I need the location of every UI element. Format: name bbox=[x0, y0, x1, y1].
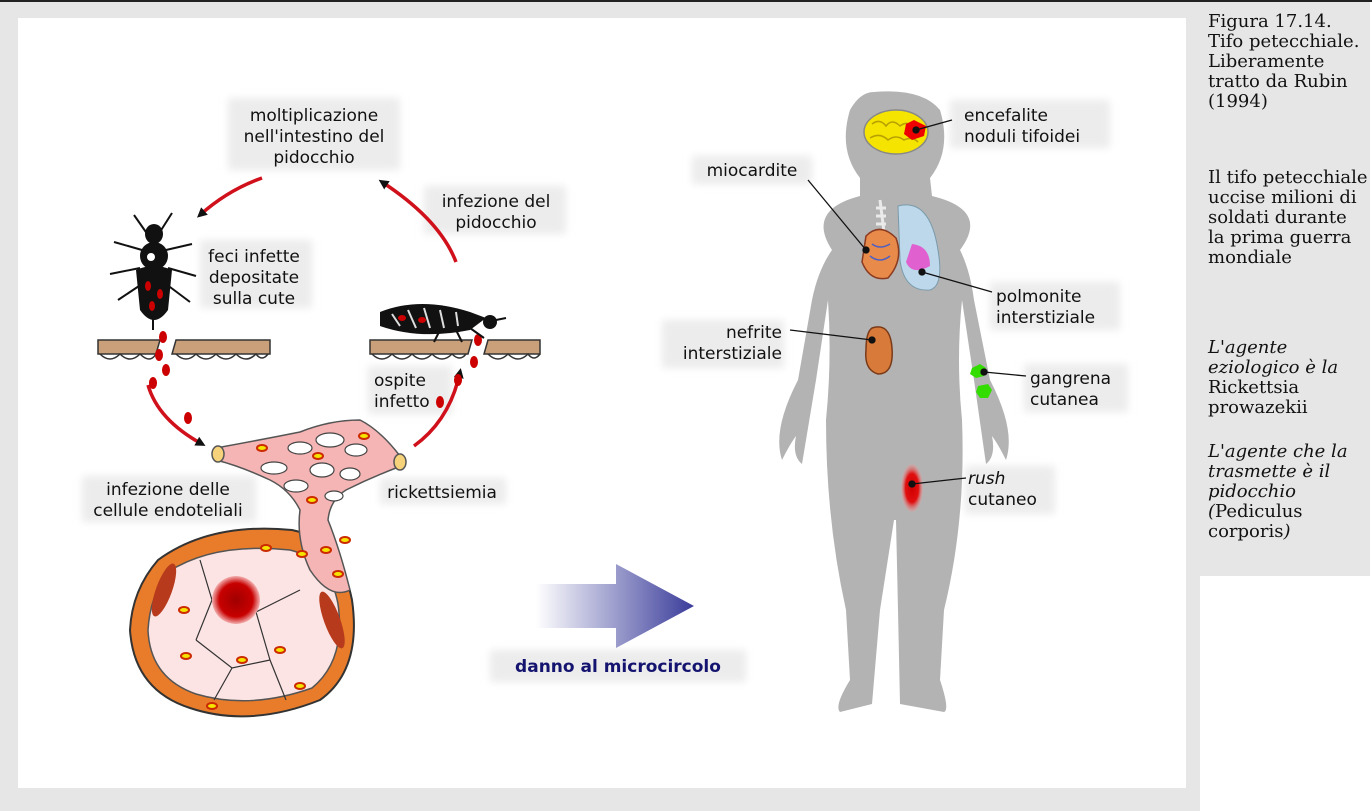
feces-line-2: depositate bbox=[209, 268, 299, 288]
diagram-canvas: moltiplicazione nell'intestino del pidoc… bbox=[18, 18, 1186, 788]
diagram-panel: moltiplicazione nell'intestino del pidoc… bbox=[18, 18, 1186, 788]
feces-line-3: sulla cute bbox=[213, 289, 295, 309]
figure-note-vector: L'agente che la trasmette è il pidocchio… bbox=[1208, 442, 1368, 542]
gangrene-line-2: cutanea bbox=[1030, 390, 1099, 410]
skin-strip-left bbox=[98, 340, 270, 359]
endothelial-line-2: cellule endoteliali bbox=[93, 501, 242, 521]
nephritis-line-1: nefrite bbox=[726, 323, 782, 343]
encephalitis-line-1: encefalite bbox=[964, 106, 1048, 126]
louse-infection-line-1: infezione del bbox=[442, 192, 551, 212]
rush-cutaneous: cutaneo bbox=[968, 490, 1037, 510]
feeding-louse-icon bbox=[380, 304, 506, 342]
kidney-icon bbox=[866, 327, 892, 374]
multiplication-line-1: moltiplicazione bbox=[250, 106, 378, 126]
human-body-figure bbox=[779, 91, 1009, 712]
figure-title: Figura 17.14. Tifo petecchiale. Liberame… bbox=[1208, 12, 1368, 112]
heart-icon bbox=[862, 229, 899, 278]
multiplication-line-3: pidocchio bbox=[273, 148, 354, 168]
damage-arrow-label: danno al microcircolo bbox=[515, 657, 721, 677]
encephalitis-line-2: noduli tifoidei bbox=[964, 127, 1080, 147]
paren-open: ( bbox=[1208, 501, 1215, 522]
endothelial-line-1: infezione delle bbox=[106, 480, 230, 500]
figure-note-soldiers: Il tifo petecchiale uccise milioni di so… bbox=[1208, 168, 1368, 268]
feces-line-1: feci infette bbox=[208, 247, 300, 267]
host-line-1: ospite bbox=[374, 371, 426, 391]
gangrene-line-1: gangrena bbox=[1030, 369, 1111, 389]
multiplication-line-2: nell'intestino del bbox=[244, 127, 385, 147]
agent-name: Rickettsia prowazekii bbox=[1208, 377, 1308, 418]
pneumonia-line-2: interstiziale bbox=[996, 308, 1095, 328]
paren-close: ) bbox=[1283, 521, 1290, 542]
louse-body bbox=[136, 224, 172, 320]
host-line-2: infetto bbox=[374, 392, 430, 412]
rush-word: rush bbox=[968, 469, 1005, 489]
pneumonia-line-1: polmonite bbox=[996, 287, 1082, 307]
rash-icon bbox=[901, 464, 923, 512]
vector-prefix: L'agente che la trasmette è il pidocchio bbox=[1208, 441, 1348, 502]
agent-prefix: L'agente eziologico è la bbox=[1208, 337, 1338, 378]
skin-strip-right bbox=[370, 340, 540, 359]
figure-note-agent: L'agente eziologico è la Rickettsia prow… bbox=[1208, 338, 1368, 418]
louse-infection-line-2: pidocchio bbox=[455, 213, 536, 233]
damage-arrow-icon bbox=[536, 564, 694, 648]
rickettsemia-label: rickettsiemia bbox=[387, 483, 497, 503]
nephritis-line-2: interstiziale bbox=[683, 344, 782, 364]
myocarditis-label: miocardite bbox=[707, 161, 798, 181]
